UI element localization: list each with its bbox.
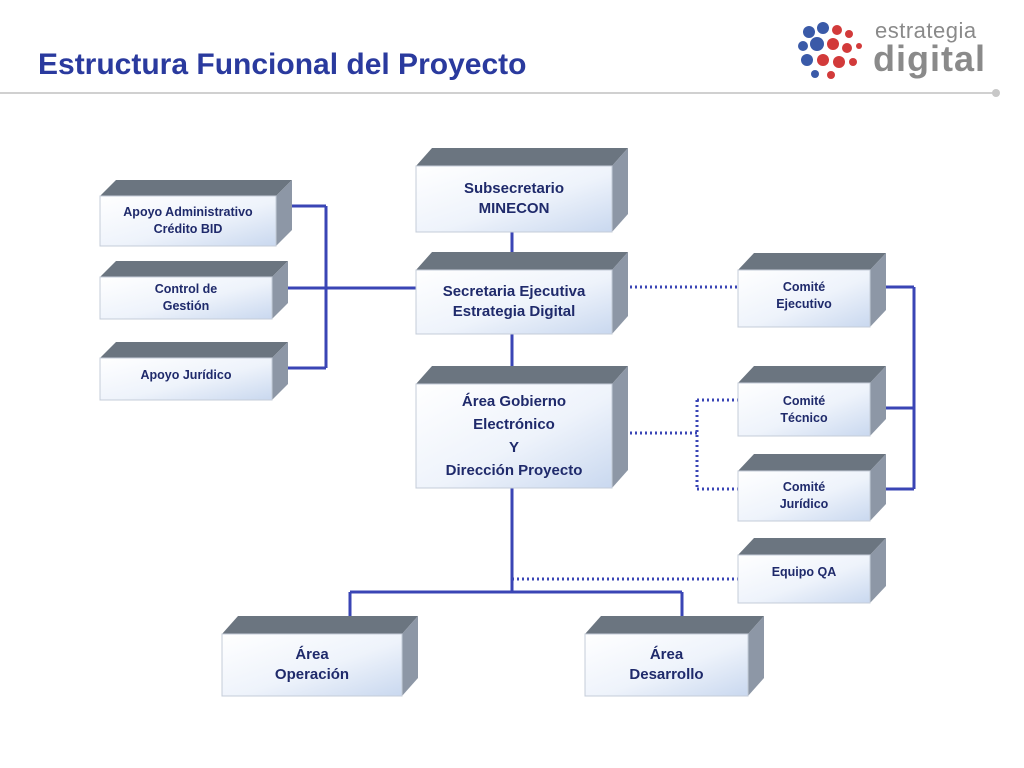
node-area-desarrollo: Área Desarrollo (585, 634, 748, 696)
node-label: Y (508, 439, 519, 456)
header-divider (0, 92, 996, 94)
node-label: Estrategia Digital (452, 303, 576, 320)
node-area-operacion: Área Operación (222, 634, 402, 696)
node-label: Equipo QA (771, 564, 837, 579)
box-area-gobierno (415, 366, 628, 489)
box-comite-ejecutivo (737, 253, 886, 328)
node-label: Gestión (162, 299, 210, 313)
node-label: Subsecretario (463, 179, 565, 197)
node-label: Crédito BID (153, 222, 223, 236)
node-comite-ejecutivo: Comité Ejecutivo (738, 270, 870, 322)
logo-text-bottom: digital (873, 38, 986, 79)
box-apoyo-admin (99, 180, 292, 247)
logo-text-top: estrategia (875, 18, 977, 43)
node-secretaria-ejecutiva: Secretaria Ejecutiva Estrategia Digital (416, 270, 612, 334)
node-comite-tecnico: Comité Técnico (738, 383, 870, 436)
node-label: Apoyo Jurídico (140, 367, 232, 382)
node-label: Operación (274, 666, 350, 683)
node-apoyo-juridico: Apoyo Jurídico (100, 358, 272, 392)
box-equipo-qa (737, 538, 886, 604)
node-area-gobierno: Área Gobierno Electrónico Y Dirección Pr… (416, 384, 612, 488)
node-label: Técnico (780, 410, 828, 425)
node-label: Área Gobierno (461, 392, 567, 410)
box-comite-juridico (737, 454, 886, 522)
node-label: Ejecutivo (776, 297, 832, 311)
node-label: Desarrollo (629, 666, 704, 683)
logo-dots-icon (798, 22, 862, 79)
node-apoyo-administrativo: Apoyo Administrativo Crédito BID (100, 196, 276, 246)
node-comite-juridico: Comité Jurídico (738, 471, 870, 521)
page-title: Estructura Funcional del Proyecto (38, 48, 527, 81)
node-label: Área (649, 645, 684, 663)
node-label: Jurídico (779, 497, 829, 511)
node-label: Área (295, 645, 329, 663)
node-label: Dirección Proyecto (445, 462, 583, 480)
node-label: Control de (154, 282, 218, 297)
node-label: Comité (782, 480, 826, 495)
dotted-connectors (512, 285, 738, 581)
node-label: Comité (782, 280, 826, 295)
node-subsecretario: Subsecretario MINECON (416, 166, 612, 232)
node-label: Apoyo Administrativo (123, 205, 253, 220)
estrategia-digital-logo: estrategia digital (795, 18, 985, 82)
box-subsecretario (415, 148, 628, 233)
node-equipo-qa: Equipo QA (738, 555, 870, 589)
box-control-gestion (99, 261, 288, 320)
node-label: Comité (782, 393, 826, 408)
box-area-operacion (221, 616, 418, 697)
node-control-gestion: Control de Gestión (100, 277, 272, 319)
box-apoyo-juridico (99, 342, 288, 401)
box-area-desarrollo (584, 616, 764, 697)
box-comite-tecnico (737, 366, 886, 437)
node-label: Electrónico (473, 415, 555, 433)
divider-end-dot (992, 89, 1000, 97)
node-label: MINECON (478, 200, 550, 217)
box-secretaria (415, 252, 628, 335)
node-label: Secretaria Ejecutiva (442, 282, 586, 300)
